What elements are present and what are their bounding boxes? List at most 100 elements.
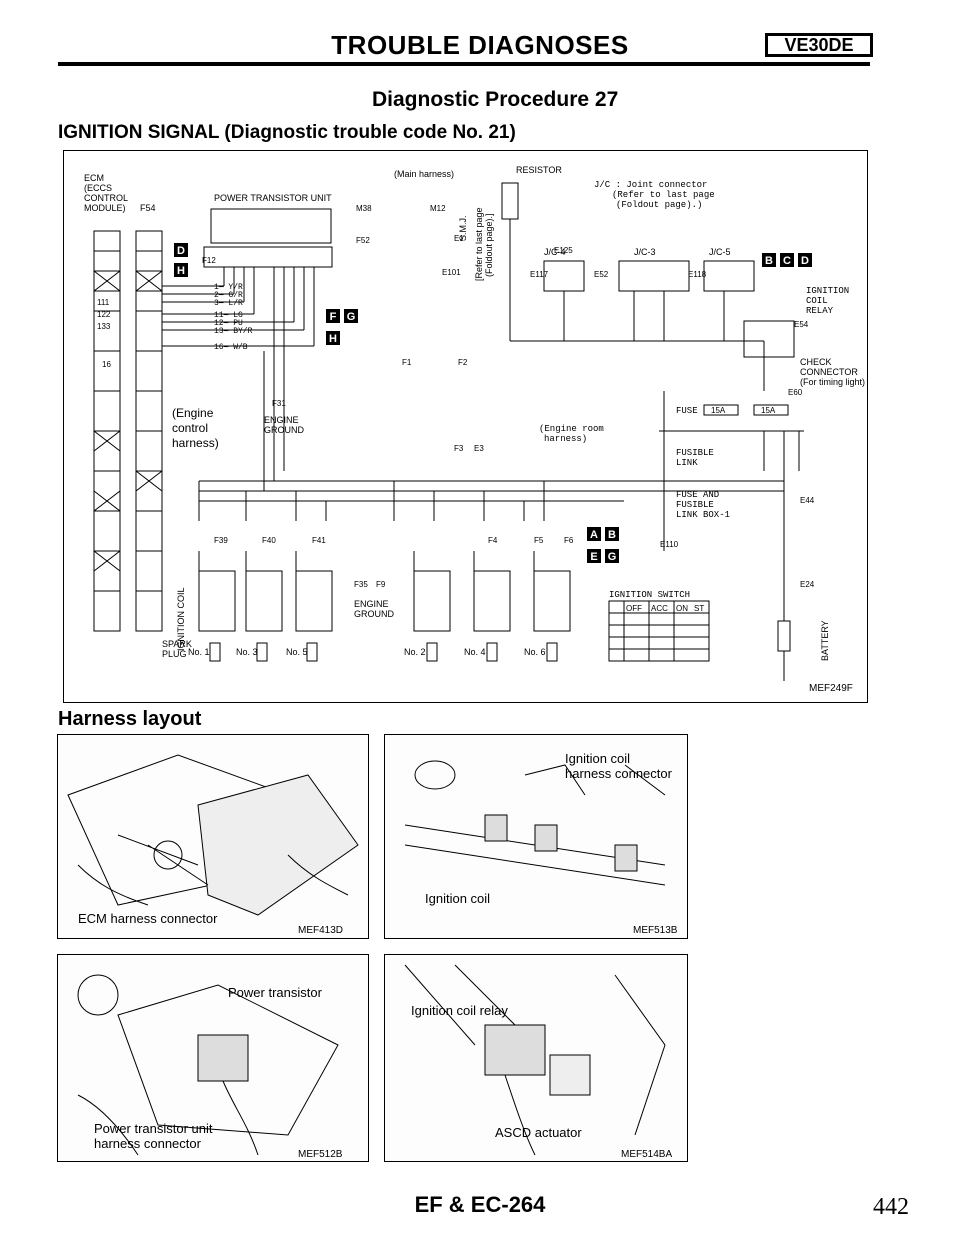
spark-plug-line1: SPARK bbox=[162, 639, 192, 649]
wiring-diagram: D H F G H B C D A B E G ECM (ECCS CONTRO… bbox=[63, 150, 868, 703]
wire-label-16: 16— W/B bbox=[214, 343, 248, 352]
plug-no5: No. 5 bbox=[286, 647, 308, 657]
ascd-actuator-caption: ASCD actuator bbox=[495, 1125, 582, 1140]
ignition-coil-relay-line2: COIL bbox=[806, 296, 828, 306]
battery-label: BATTERY bbox=[820, 620, 830, 661]
plug-no2: No. 2 bbox=[404, 647, 426, 657]
connector-f31: F31 bbox=[272, 399, 286, 408]
page-number: 442 bbox=[873, 1194, 909, 1220]
ignition-coil-relay-illustration: Ignition coil relay ASCD actuator MEF514… bbox=[404, 964, 672, 1160]
badge-e-bottom: E bbox=[590, 551, 597, 563]
fusible-link-line1: FUSIBLE bbox=[676, 448, 714, 458]
spark-plug-line2: PLUG bbox=[162, 649, 187, 659]
power-transistor-caption: Power transistor bbox=[228, 985, 323, 1000]
plug-no4: No. 4 bbox=[464, 647, 486, 657]
engine-control-harness-line3: harness) bbox=[172, 436, 219, 450]
engine-ground-upper-line2: GROUND bbox=[264, 425, 304, 435]
connector-f35: F35 bbox=[354, 580, 368, 589]
power-transistor-unit-caption-line1: Power transistor unit bbox=[94, 1121, 213, 1136]
joint-connector-row bbox=[510, 260, 765, 391]
procedure-title: Diagnostic Procedure 27 bbox=[372, 88, 619, 111]
power-transistor-illustration: Power transistor Power transistor unit h… bbox=[77, 974, 343, 1160]
ignition-coil-caption-line1: Ignition coil bbox=[565, 751, 630, 766]
power-transistor-code: MEF512B bbox=[298, 1149, 343, 1160]
power-transistor-label: POWER TRANSISTOR UNIT bbox=[214, 193, 332, 203]
connector-f4: F4 bbox=[488, 536, 498, 545]
connector-f9: F9 bbox=[376, 580, 386, 589]
engine-room-harness-line2: harness) bbox=[544, 434, 587, 444]
badge-b-bottom: B bbox=[608, 529, 616, 541]
ignition-coil-group-right bbox=[413, 551, 571, 632]
ignition-coil-relay-line3: RELAY bbox=[806, 306, 834, 316]
jc-note-line2: (Refer to last page bbox=[612, 190, 715, 200]
connector-e52: E52 bbox=[594, 270, 609, 279]
diagram-ref-code: MEF249F bbox=[809, 683, 853, 694]
wiring-diagram-svg: D H F G H B C D A B E G ECM (ECCS CONTRO… bbox=[84, 165, 865, 694]
resistor-symbol bbox=[501, 182, 519, 220]
wire-label-11: 11— LG bbox=[214, 311, 243, 320]
ecm-label-line3: CONTROL bbox=[84, 193, 128, 203]
ignition-coil-relay-code: MEF514BA bbox=[621, 1149, 672, 1160]
main-harness-label: (Main harness) bbox=[394, 169, 454, 179]
ignition-coil-group-left bbox=[198, 551, 333, 632]
ecm-pin-111: 111 bbox=[97, 298, 110, 307]
check-connector-line3: (For timing light) bbox=[800, 377, 865, 387]
ignition-switch-table bbox=[608, 600, 710, 662]
badge-d-top: D bbox=[177, 245, 185, 257]
ecm-label-line1: ECM bbox=[84, 173, 104, 183]
ecm-connector-grid bbox=[93, 250, 163, 592]
engine-ground-lower-line1: ENGINE bbox=[354, 599, 389, 609]
wire-label-2: 2— G/R bbox=[214, 291, 243, 300]
connector-e117: E117 bbox=[530, 270, 549, 279]
badge-d-right: D bbox=[801, 255, 809, 267]
ignition-switch-label: IGNITION SWITCH bbox=[609, 590, 690, 600]
photo-power-transistor: Power transistor Power transistor unit h… bbox=[57, 954, 369, 1162]
section-badges bbox=[174, 243, 812, 563]
battery-symbol bbox=[777, 551, 791, 681]
jc-note-line3: (Foldout page).) bbox=[616, 200, 702, 210]
page-header-title: TROUBLE DIAGNOSES bbox=[331, 30, 629, 60]
ecm-connector-code: F54 bbox=[140, 203, 156, 213]
main-harness-bus bbox=[198, 267, 784, 521]
connector-f39: F39 bbox=[214, 536, 228, 545]
badge-b-right: B bbox=[765, 255, 773, 267]
fuse-rating-2: 15A bbox=[761, 406, 776, 415]
badge-g-bottom: G bbox=[608, 551, 617, 563]
harness-layout-title: Harness layout bbox=[58, 708, 202, 730]
connector-f3: F3 bbox=[454, 444, 464, 453]
wire-label-12: 12— PU bbox=[214, 319, 243, 328]
wire-label-13: 13— BY/R bbox=[214, 327, 253, 336]
engine-room-harness-line1: (Engine room bbox=[539, 424, 604, 434]
connector-e3: E3 bbox=[474, 444, 484, 453]
ignition-coil-relay-caption: Ignition coil relay bbox=[411, 1003, 508, 1018]
ignition-switch-header-st: ST bbox=[694, 604, 704, 613]
ignition-coil-caption-line2: harness connector bbox=[565, 766, 673, 781]
refer-note-line2: (Foldout page).] bbox=[484, 213, 494, 277]
power-transistor-terminal-strip bbox=[203, 246, 333, 268]
power-transistor-unit-caption-line2: harness connector bbox=[94, 1136, 202, 1151]
connector-e60: E60 bbox=[788, 388, 803, 397]
fuse-box-line1: FUSE AND bbox=[676, 490, 719, 500]
ecm-harness-illustration: ECM harness connector MEF413D bbox=[67, 754, 359, 936]
connector-f12: F12 bbox=[202, 256, 216, 265]
connector-m38: M38 bbox=[356, 204, 372, 213]
connector-e44: E44 bbox=[800, 496, 815, 505]
jc-note-line1: J/C : Joint connector bbox=[594, 180, 707, 190]
resistor-label: RESISTOR bbox=[516, 165, 562, 175]
header-rule bbox=[58, 62, 870, 66]
engine-control-harness-line2: control bbox=[172, 421, 208, 435]
jc-5-label: J/C-5 bbox=[709, 247, 731, 257]
smj-label: S.M.J. bbox=[458, 215, 468, 241]
ignition-coil-relay-line1: IGNITION bbox=[806, 286, 849, 296]
ecm-pin-16: 16 bbox=[102, 360, 111, 369]
ecm-signal-wires bbox=[162, 267, 315, 347]
ignition-coil-illustration: Ignition coil harness connector Ignition… bbox=[404, 751, 678, 936]
ignition-coil-caption2: Ignition coil bbox=[425, 891, 490, 906]
footer-section-page: EF & EC-264 bbox=[414, 1192, 546, 1217]
fuse-label: FUSE bbox=[676, 406, 698, 416]
connector-f6: F6 bbox=[564, 536, 574, 545]
connector-f2: F2 bbox=[458, 358, 468, 367]
plug-no3: No. 3 bbox=[236, 647, 258, 657]
wire-label-1: 1— Y/R bbox=[214, 283, 243, 292]
jc-3-label: J/C-3 bbox=[634, 247, 656, 257]
